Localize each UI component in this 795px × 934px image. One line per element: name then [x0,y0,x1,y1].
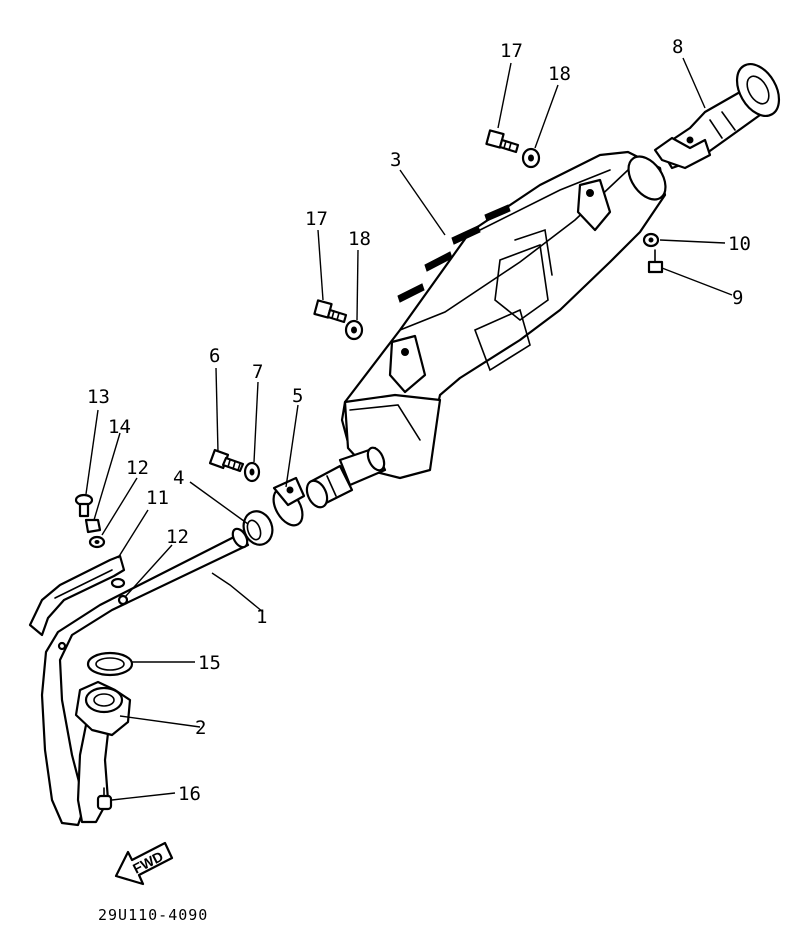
callout-1: 1 [256,606,267,628]
washer [84,518,102,534]
tail-pipe [653,63,781,170]
bolt [485,129,520,154]
callout-15: 15 [198,652,221,674]
joint-pipe [305,464,354,509]
bolt [208,448,245,473]
flange [74,680,132,737]
callout-17-lower: 17 [305,208,328,230]
clamp [272,476,306,527]
callout-7: 7 [252,361,263,383]
bolt [647,249,664,274]
gasket-ring [86,651,134,677]
callouts: 1 2 3 4 5 6 7 8 9 10 11 12 12 13 14 15 1… [87,36,751,805]
fwd-arrow: FWD [114,841,174,886]
nut [96,787,113,811]
callout-6: 6 [209,345,220,367]
callout-18-lower: 18 [348,228,371,250]
callout-4: 4 [173,467,184,489]
callout-13: 13 [87,386,110,408]
nut [642,232,660,248]
callout-16: 16 [178,783,201,805]
protector [28,554,126,637]
callout-12-lower: 12 [166,526,189,548]
washer [521,147,541,169]
washer [88,535,106,549]
callout-18-upper: 18 [548,63,571,85]
callout-11: 11 [146,487,169,509]
callout-3: 3 [390,149,401,171]
washer [110,577,126,589]
callout-17-upper: 17 [500,40,523,62]
washer [243,461,261,483]
washer [344,319,364,341]
muffler [338,150,667,487]
callout-10: 10 [728,233,751,255]
callout-9: 9 [732,287,743,309]
fwd-label: FWD [130,848,166,877]
exhaust-pipe [40,527,250,827]
callout-5: 5 [292,385,303,407]
callout-2: 2 [195,717,206,739]
callout-8: 8 [672,36,683,58]
bolt [313,299,348,324]
drawing-code: 29U110-4090 [98,906,208,924]
callout-12-upper: 12 [126,457,149,479]
callout-14: 14 [108,416,131,438]
screw [74,493,94,518]
leader-lines [85,57,733,801]
